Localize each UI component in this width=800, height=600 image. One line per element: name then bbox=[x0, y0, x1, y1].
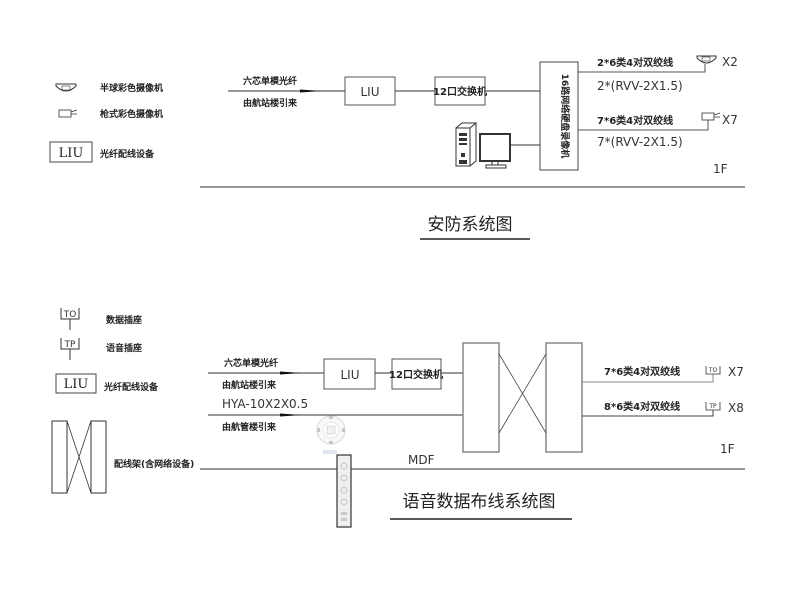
datavoice-input-fiber: 六芯单模光纤 由航站楼引来 bbox=[208, 357, 324, 391]
security-nvr-label: 16路网络硬盘录像机 bbox=[559, 74, 571, 159]
legend-liu-desc: 光纤配线设备 bbox=[103, 381, 159, 393]
security-output-device: X7 bbox=[722, 113, 738, 127]
voice-outlet-icon: TP bbox=[705, 402, 721, 411]
legend-tp-desc: 语音插座 bbox=[106, 342, 142, 354]
security-switch-box[interactable]: 12口交换机 bbox=[433, 76, 487, 106]
datavoice-output-device: X7 bbox=[728, 365, 744, 379]
legend-liu-symbol: LIU bbox=[59, 146, 84, 161]
security-liu-box[interactable]: LIU bbox=[344, 76, 396, 106]
legend-to-desc: 数据插座 bbox=[106, 314, 142, 326]
security-output-cable: 7*6类4对双绞线 bbox=[597, 114, 673, 127]
fiber-arrow-icon bbox=[280, 371, 302, 375]
legend-to-symbol: TO bbox=[63, 310, 77, 320]
bullet-camera-icon bbox=[58, 109, 78, 118]
bullet-camera-icon bbox=[701, 112, 721, 121]
data-outlet-icon: TO bbox=[60, 308, 80, 330]
legend-tp-symbol: TP bbox=[64, 340, 76, 350]
data-outlet-icon: TO bbox=[705, 366, 721, 375]
security-output-row: 7*6类4对双绞线 7*(RVV-2X1.5) X7 bbox=[578, 112, 738, 149]
security-input-fiber: 六芯单模光纤 由航站楼引来 bbox=[228, 75, 345, 109]
datavoice-liu-box[interactable]: LIU bbox=[323, 358, 376, 390]
legend-frame-desc: 配线架(含网络设备) bbox=[114, 458, 194, 470]
legend-liu-symbol: LIU bbox=[64, 377, 89, 392]
datavoice-switch-label: 12口交换机 bbox=[389, 368, 443, 381]
security-nvr-box[interactable]: 16路网络硬盘录像机 bbox=[539, 61, 579, 171]
legend-bullet-camera-label: 枪式彩色摄像机 bbox=[100, 108, 163, 120]
security-output-power: 2*(RVV-2X1.5) bbox=[597, 79, 683, 93]
datavoice-output-cable: 8*6类4对双绞线 bbox=[604, 400, 680, 413]
datavoice-input1-line2: 由航站楼引来 bbox=[222, 379, 277, 391]
security-input-line1: 六芯单模光纤 bbox=[243, 75, 297, 87]
security-output-row: 2*6类4对双绞线 2*(RVV-2X1.5) X2 bbox=[578, 55, 738, 93]
cable-arrow-icon bbox=[280, 413, 302, 417]
security-title: 安防系统图 bbox=[428, 215, 513, 235]
datavoice-floor-label: 1F bbox=[720, 442, 735, 456]
datavoice-input2-line1: HYA-10X2X0.5 bbox=[222, 397, 308, 411]
security-legend: 半球彩色摄像机 枪式彩色摄像机 LIU 光纤配线设备 bbox=[49, 82, 163, 163]
security-output-device: X2 bbox=[722, 55, 738, 69]
output-socket-symbol: TO bbox=[708, 367, 718, 374]
datavoice-output-row: 8*6类4对双绞线 TP X8 bbox=[582, 400, 744, 417]
legend-liu-box bbox=[49, 141, 93, 163]
dome-camera-icon bbox=[55, 83, 77, 92]
output-socket-symbol: TP bbox=[708, 403, 717, 410]
datavoice-input-copper: HYA-10X2X0.5 由航管楼引来 bbox=[208, 397, 463, 433]
security-switch-label: 12口交换机 bbox=[433, 85, 487, 98]
datavoice-title: 语音数据布线系统图 bbox=[403, 492, 556, 512]
patch-frame-icon bbox=[51, 420, 107, 494]
security-input-line2: 由航站楼引来 bbox=[243, 97, 298, 109]
security-floor-label: 1F bbox=[713, 162, 728, 176]
datavoice-legend: TO 数据插座 TP 语音插座 LIU 光纤配线设备 配线架(含网络设备) bbox=[51, 308, 194, 494]
legend-liu-desc: 光纤配线设备 bbox=[99, 148, 155, 160]
navigation-wheel-icon[interactable] bbox=[316, 415, 346, 454]
legend-dome-camera-label: 半球彩色摄像机 bbox=[100, 82, 163, 94]
datavoice-output-row: 7*6类4对双绞线 TO X7 bbox=[582, 365, 744, 383]
datavoice-input1-line1: 六芯单模光纤 bbox=[224, 357, 278, 369]
datavoice-output-cable: 7*6类4对双绞线 bbox=[604, 365, 680, 378]
navigation-bar-icon[interactable] bbox=[336, 454, 352, 528]
security-output-cable: 2*6类4对双绞线 bbox=[597, 56, 673, 69]
datavoice-input2-line2: 由航管楼引来 bbox=[222, 421, 277, 433]
security-liu-label: LIU bbox=[360, 85, 379, 99]
dome-camera-icon bbox=[696, 55, 717, 64]
fiber-arrow-icon bbox=[300, 89, 322, 93]
security-output-power: 7*(RVV-2X1.5) bbox=[597, 135, 683, 149]
datavoice-output-device: X8 bbox=[728, 401, 744, 415]
datavoice-liu-label: LIU bbox=[340, 368, 359, 382]
computer-workstation-icon bbox=[455, 122, 511, 169]
mdf-patch-frame[interactable] bbox=[462, 342, 583, 453]
voice-outlet-icon: TP bbox=[60, 338, 80, 360]
datavoice-switch-box[interactable]: 12口交换机 bbox=[389, 358, 443, 390]
legend-liu-box bbox=[55, 373, 97, 394]
mdf-label: MDF bbox=[408, 453, 435, 467]
